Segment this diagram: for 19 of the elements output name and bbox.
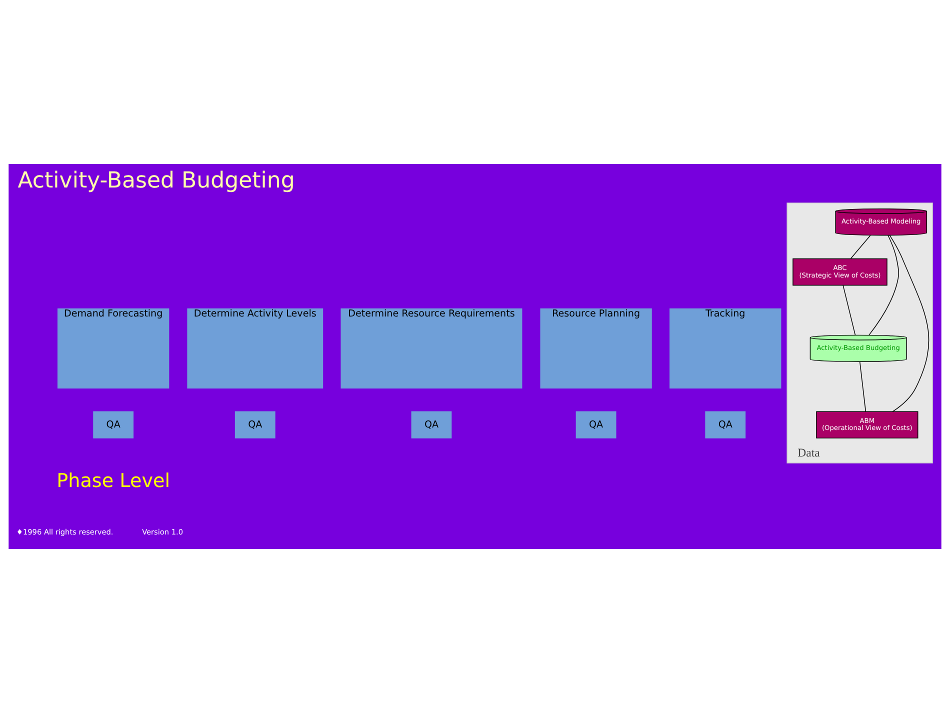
node-box: QA (234, 411, 276, 438)
diagram-title: Activity-Based Budgeting (18, 168, 295, 194)
connector (859, 362, 866, 412)
connector (868, 235, 899, 336)
connector (842, 285, 856, 336)
label: ♦1996 All rights reserved. (16, 528, 114, 537)
node-box: Tracking (670, 308, 782, 388)
label: Version 1.0 (142, 528, 184, 537)
node-box: Determine Resource Requirements (340, 308, 522, 388)
connector (850, 235, 871, 259)
connector (889, 234, 930, 412)
node-box: Determine Activity Levels (187, 308, 324, 388)
label: Phase Level (56, 469, 170, 492)
node-box: QA (705, 411, 746, 438)
node-box: QA (411, 411, 452, 438)
node-box: QA (93, 411, 134, 438)
node-box: Resource Planning (540, 308, 652, 388)
node-box: QA (576, 411, 616, 438)
node-box: Demand Forecasting (57, 308, 170, 388)
